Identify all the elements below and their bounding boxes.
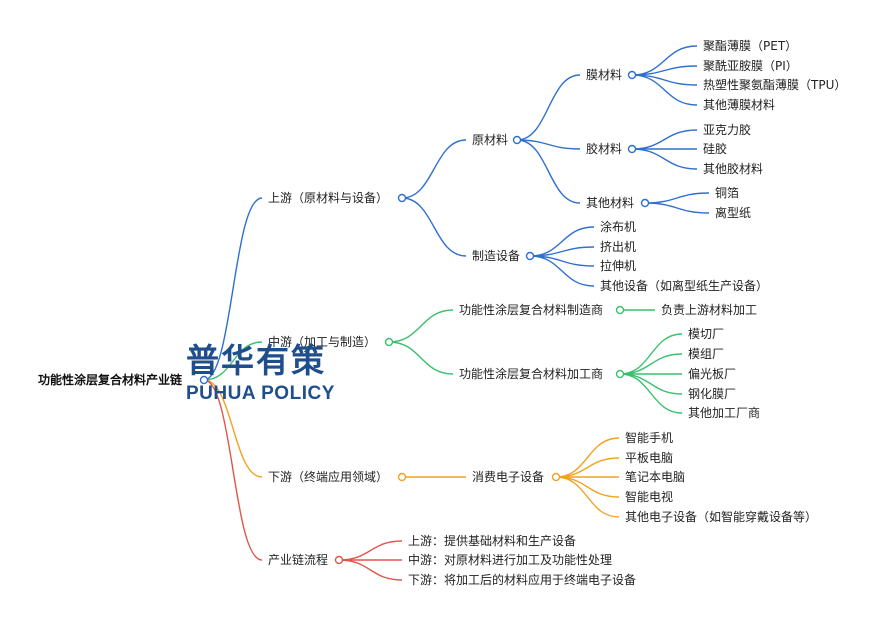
connector-line xyxy=(516,74,581,141)
flow-link xyxy=(203,379,263,561)
connector-line xyxy=(338,540,403,561)
glue-item: 其他胶材料 xyxy=(703,162,764,176)
downstream-node: 下游（终端应用领域） xyxy=(268,470,389,484)
connector-line xyxy=(388,309,454,343)
node-connector-dot xyxy=(334,555,344,565)
equipment-item: 其他设备（如离型纸生产设备） xyxy=(600,279,769,293)
upstream-link xyxy=(203,197,263,381)
processor-item: 模切厂 xyxy=(688,327,725,341)
consumer-electronics-node: 消费电子设备 xyxy=(472,470,545,484)
consumer-item: 平板电脑 xyxy=(625,451,674,465)
connector-line xyxy=(516,139,581,204)
connector-line xyxy=(555,476,620,518)
connector-line xyxy=(388,341,454,375)
manufacturer-node: 功能性涂层复合材料制造商 xyxy=(459,303,604,317)
node-connector-dot xyxy=(397,193,407,203)
processor-item: 其他加工厂商 xyxy=(688,406,761,420)
consumer-item: 智能电视 xyxy=(625,490,674,504)
connector-line xyxy=(555,476,620,498)
connector-line xyxy=(619,333,683,375)
manufacturer-item: 负责上游材料加工 xyxy=(661,303,758,317)
processor-item: 钢化膜厂 xyxy=(688,387,737,401)
film-item: 聚酰亚胺膜（PI） xyxy=(703,59,798,73)
logo-chinese-text: 普华有策 xyxy=(186,341,326,380)
connector-line xyxy=(644,202,710,214)
glue-item: 亚克力胶 xyxy=(703,123,752,137)
connector-line xyxy=(529,255,595,287)
connector-line xyxy=(555,457,620,478)
connector-line xyxy=(619,373,683,395)
connector-line xyxy=(619,353,683,375)
node-connector-dot xyxy=(551,472,561,482)
film-item: 其他薄膜材料 xyxy=(703,98,776,112)
film-materials-node: 膜材料 xyxy=(586,68,623,82)
connector-line xyxy=(631,129,698,150)
film-item: 热塑性聚氨酯薄膜（TPU） xyxy=(703,78,847,92)
processor-node: 功能性涂层复合材料加工商 xyxy=(459,367,604,381)
processor-item: 模组厂 xyxy=(688,347,725,361)
other-materials-node: 其他材料 xyxy=(586,196,635,210)
flow-item: 上游：提供基础材料和生产设备 xyxy=(408,534,577,548)
connector-line xyxy=(338,559,403,581)
logo-english-text: PUHUA POLICY xyxy=(186,383,335,404)
connector-line xyxy=(401,139,467,199)
node-connector-dot xyxy=(627,70,637,80)
equipment-item: 拉伸机 xyxy=(600,259,637,273)
flow-item: 中游：对原材料进行加工及功能性处理 xyxy=(408,553,613,567)
connector-line xyxy=(401,197,467,257)
node-connector-dot xyxy=(512,135,522,145)
midstream-link xyxy=(203,341,263,381)
node-connector-dot xyxy=(615,369,625,379)
glue-item: 硅胶 xyxy=(703,142,728,156)
flow-node: 产业链流程 xyxy=(268,553,329,567)
connector-line xyxy=(555,437,620,478)
glue-materials-node: 胶材料 xyxy=(586,142,623,156)
film-item: 聚酯薄膜（PET） xyxy=(703,39,798,53)
node-connector-dot xyxy=(397,472,407,482)
consumer-item: 其他电子设备（如智能穿戴设备等） xyxy=(625,510,818,524)
downstream-link xyxy=(203,379,263,478)
node-connector-dot xyxy=(627,144,637,154)
raw-materials-node: 原材料 xyxy=(472,133,509,147)
connector-line xyxy=(631,148,698,170)
other-item: 铜箔 xyxy=(715,186,740,200)
connector-line xyxy=(619,373,683,414)
upstream-node: 上游（原材料与设备） xyxy=(268,191,389,205)
node-connector-dot xyxy=(199,375,209,385)
root-node: 功能性涂层复合材料产业链 xyxy=(38,373,183,387)
node-connector-dot xyxy=(640,198,650,208)
other-item: 离型纸 xyxy=(715,206,752,220)
node-connector-dot xyxy=(384,337,394,347)
equipment-item: 涂布机 xyxy=(600,220,637,234)
flow-item: 下游：将加工后的材料应用于终端电子设备 xyxy=(408,573,637,587)
consumer-item: 智能手机 xyxy=(625,431,674,445)
equipment-item: 挤出机 xyxy=(600,240,637,254)
connector-line xyxy=(644,192,710,204)
node-connector-dot xyxy=(615,305,625,315)
processor-item: 偏光板厂 xyxy=(688,367,737,381)
equipment-node: 制造设备 xyxy=(472,249,521,263)
midstream-node: 中游（加工与制造） xyxy=(268,335,377,349)
connector-line xyxy=(631,74,698,106)
connector-line xyxy=(516,139,581,150)
consumer-item: 笔记本电脑 xyxy=(625,470,686,484)
puhua-policy-logo: 普华有策 PUHUA POLICY xyxy=(186,343,335,405)
node-connector-dot xyxy=(525,251,535,261)
